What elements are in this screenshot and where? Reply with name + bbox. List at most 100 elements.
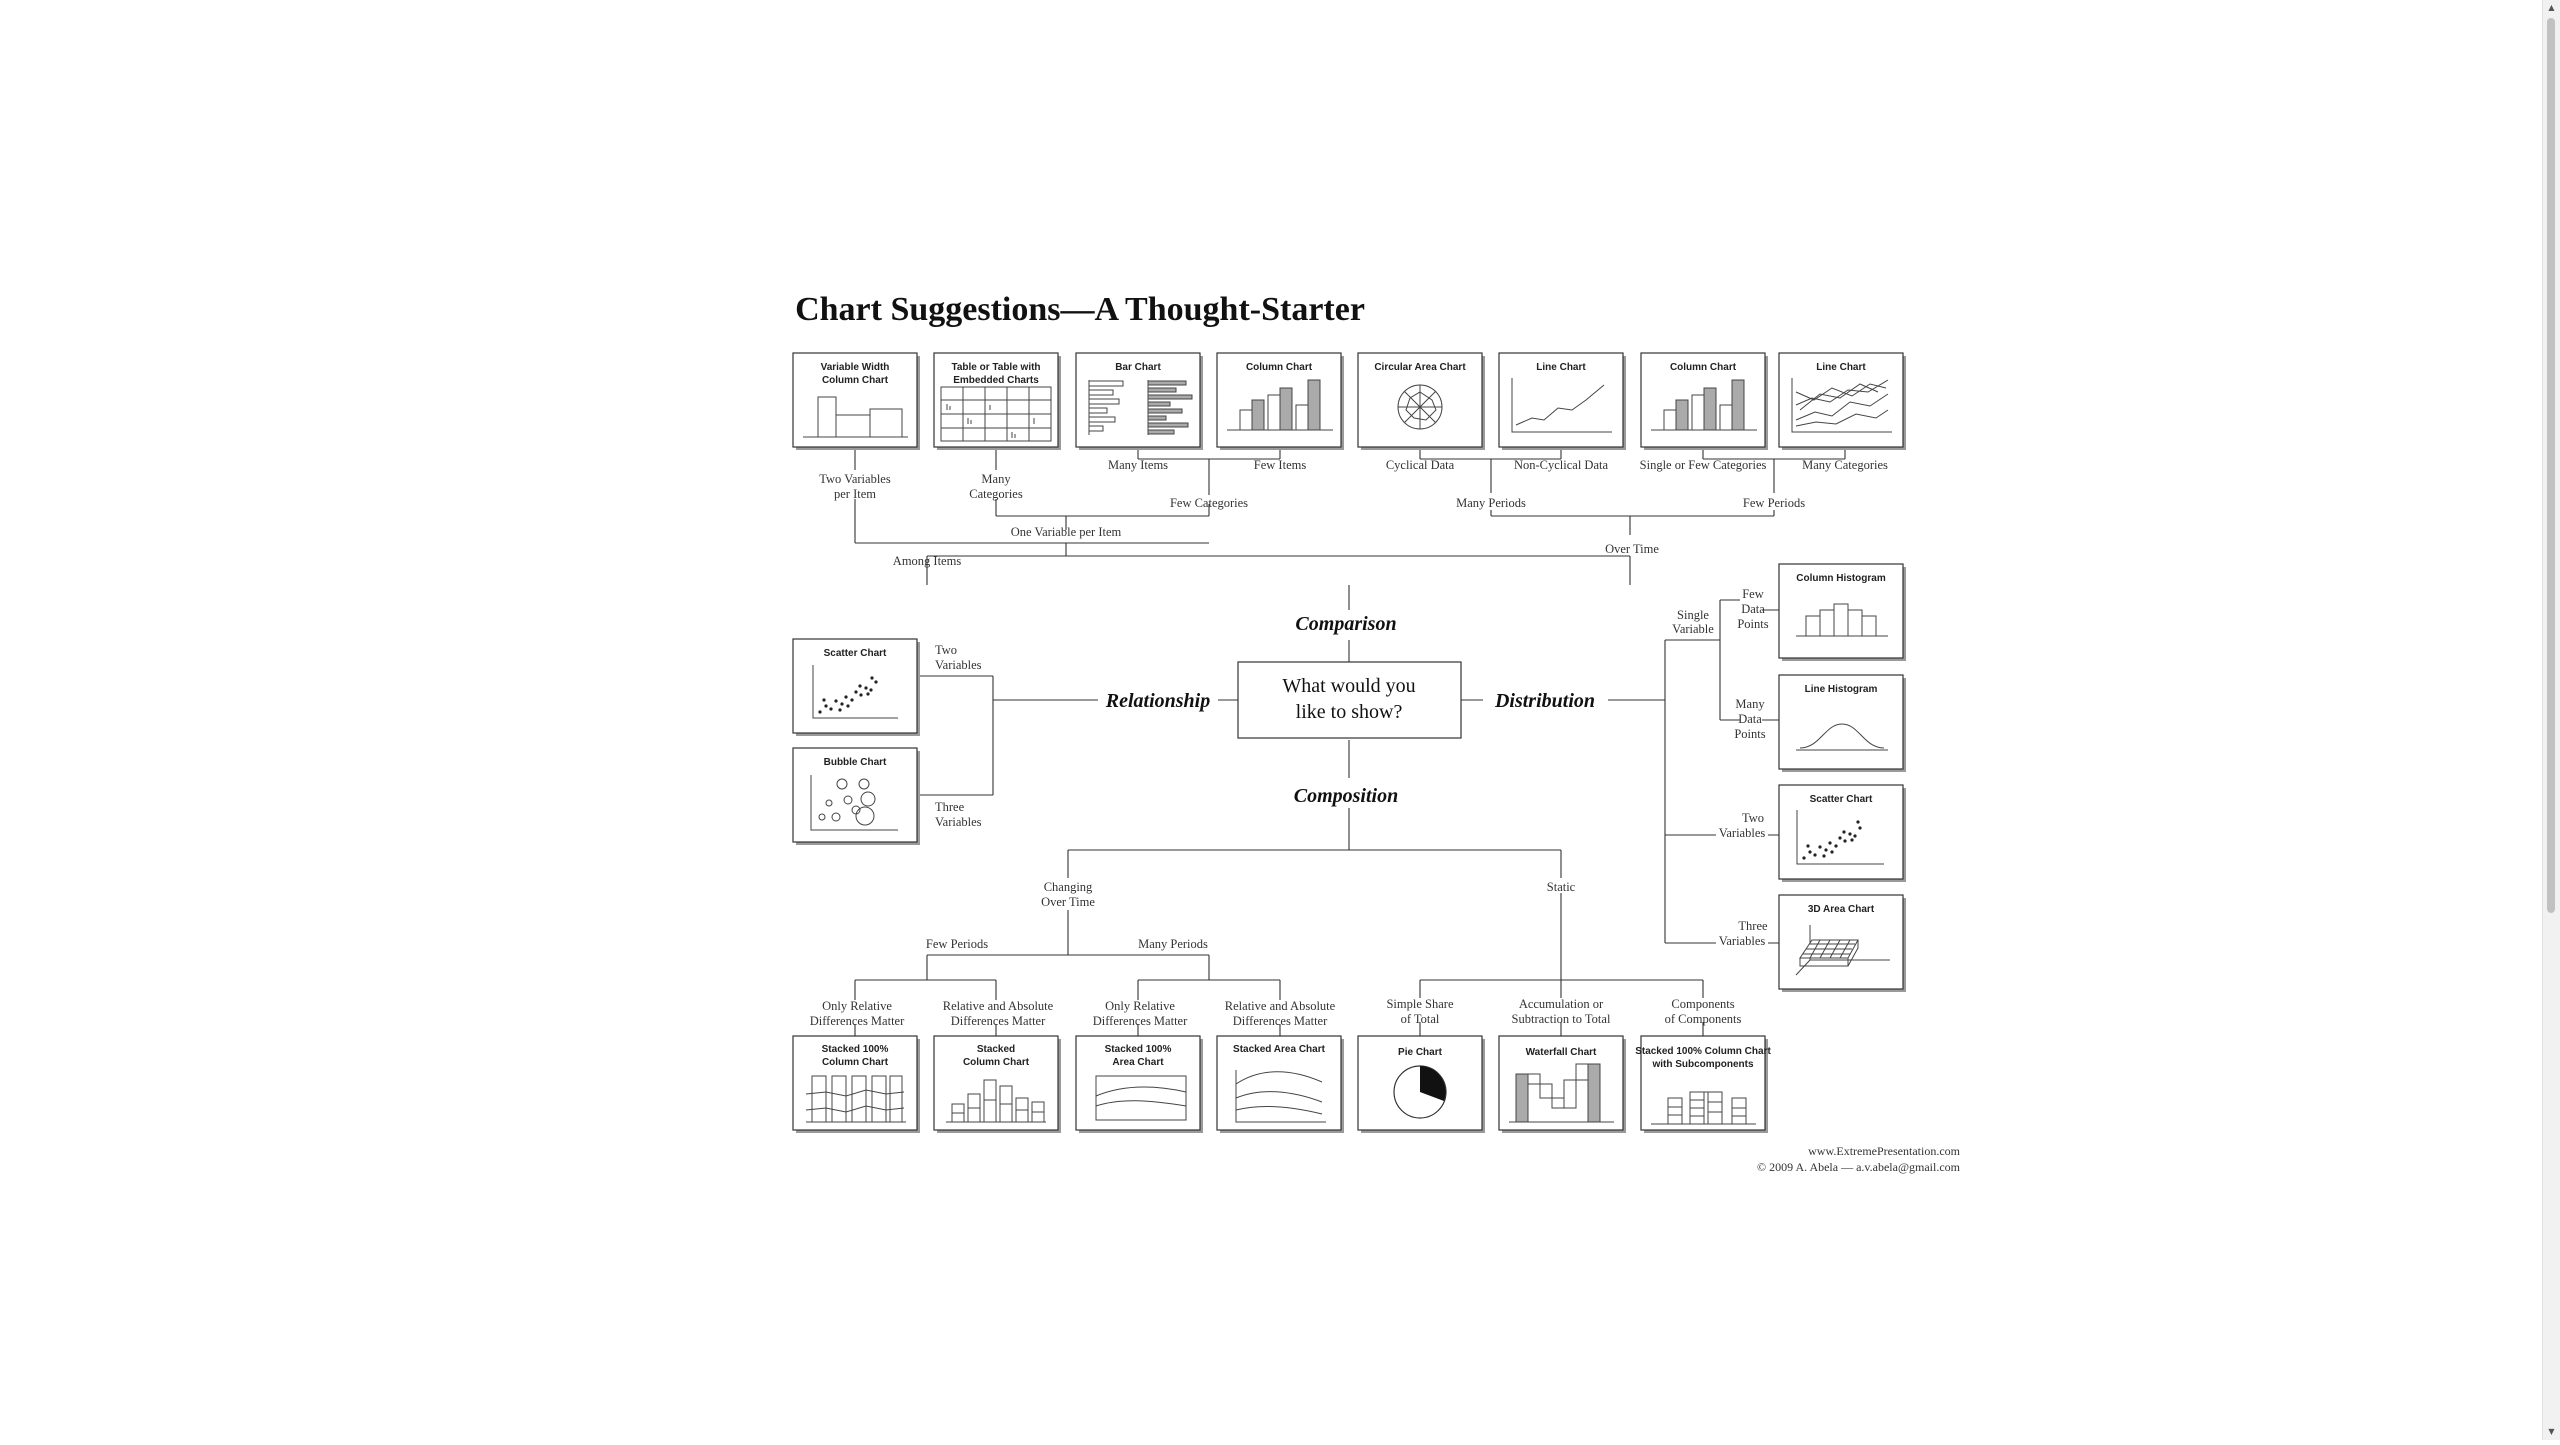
card-stacked-col-title-2: Column Chart bbox=[963, 1057, 1030, 1068]
label-few-data-points-2: Data bbox=[1741, 602, 1765, 616]
table-grid-icon bbox=[940, 386, 1052, 442]
card-scatter-chart-relationship: Scatter Chart bbox=[792, 638, 920, 736]
stacked-column-icon bbox=[946, 1079, 1046, 1123]
label-two-variables-per-item: Two Variables bbox=[819, 472, 891, 486]
label-only-relative-1: Only Relative bbox=[822, 999, 892, 1013]
label-few-data-points-3: Points bbox=[1737, 617, 1768, 631]
waterfall-chart-icon bbox=[1509, 1063, 1614, 1123]
label-many-data-points-2: Data bbox=[1738, 712, 1762, 726]
multi-line-chart-icon bbox=[1791, 378, 1892, 433]
label-many-data-points: Many bbox=[1735, 697, 1765, 711]
label-single-or-few-categories: Single or Few Categories bbox=[1640, 458, 1767, 472]
connector-lines bbox=[854, 447, 1846, 1036]
card-line-chart-2-title: Line Chart bbox=[1816, 362, 1866, 373]
pie-chart-icon bbox=[1393, 1065, 1447, 1119]
label-three-variables-rel-2: Variables bbox=[935, 815, 982, 829]
center-question-box bbox=[1237, 661, 1462, 739]
branch-labels: Two Variables per Item Many Categories M… bbox=[810, 458, 1888, 1028]
bell-curve-icon bbox=[1796, 723, 1888, 751]
label-only-relative-1-2: Differences Matter bbox=[810, 1014, 905, 1028]
card-variable-width-column-chart: Variable Width Column Chart bbox=[792, 352, 920, 450]
card-line-chart-1-title: Line Chart bbox=[1536, 362, 1586, 373]
label-few-items: Few Items bbox=[1254, 458, 1307, 472]
card-stacked100-col-title-2: Column Chart bbox=[822, 1057, 889, 1068]
label-simple-share: Simple Share bbox=[1386, 997, 1453, 1011]
card-variable-width-title-1: Variable Width bbox=[821, 362, 890, 373]
category-relationship: Relationship bbox=[1105, 690, 1210, 712]
card-table-embedded-charts: Table or Table with Embedded Charts bbox=[933, 352, 1061, 450]
scroll-up-arrow-icon[interactable]: ▲ bbox=[2548, 3, 2555, 12]
label-accumulation-2: Subtraction to Total bbox=[1512, 1012, 1611, 1026]
label-few-periods-bottom: Few Periods bbox=[926, 937, 988, 951]
card-column-chart-2: Column Chart bbox=[1640, 352, 1768, 450]
label-many-periods-bottom: Many Periods bbox=[1138, 937, 1208, 951]
card-waterfall-title: Waterfall Chart bbox=[1526, 1047, 1597, 1058]
card-stacked-column-chart: Stacked Column Chart bbox=[933, 1035, 1061, 1133]
card-column-histogram: Column Histogram bbox=[1778, 563, 1906, 661]
center-question-line2: like to show? bbox=[1296, 701, 1403, 723]
label-only-relative-2: Only Relative bbox=[1105, 999, 1175, 1013]
label-components-2: of Components bbox=[1665, 1012, 1742, 1026]
card-scatter-chart-distribution: Scatter Chart bbox=[1778, 784, 1906, 882]
label-relative-absolute-2-2: Differences Matter bbox=[1233, 1014, 1328, 1028]
card-stacked-area-title: Stacked Area Chart bbox=[1233, 1044, 1326, 1055]
card-pie-title: Pie Chart bbox=[1398, 1047, 1443, 1058]
label-relative-absolute-1: Relative and Absolute bbox=[943, 999, 1054, 1013]
label-two-variables-per-item-2: per Item bbox=[834, 487, 876, 501]
label-three-variables-dist-2: Variables bbox=[1719, 934, 1766, 948]
variable-width-column-icon bbox=[803, 396, 908, 438]
card-line-chart-1: Line Chart bbox=[1498, 352, 1626, 450]
label-three-variables-dist: Three bbox=[1738, 919, 1768, 933]
card-circular-area-chart: Circular Area Chart bbox=[1357, 352, 1485, 450]
column-histogram-icon bbox=[1796, 603, 1888, 637]
label-one-variable-per-item: One Variable per Item bbox=[1011, 525, 1122, 539]
category-distribution: Distribution bbox=[1494, 690, 1595, 712]
credit-website: www.ExtremePresentation.com bbox=[1808, 1144, 1961, 1158]
credit-copyright: © 2009 A. Abela — a.v.abela@gmail.com bbox=[1757, 1160, 1961, 1174]
category-composition: Composition bbox=[1294, 785, 1398, 807]
label-few-categories: Few Categories bbox=[1170, 496, 1248, 510]
stacked-area-icon bbox=[1235, 1070, 1326, 1123]
stacked-100-subcomponents-icon bbox=[1651, 1091, 1756, 1125]
card-line-chart-2: Line Chart bbox=[1778, 352, 1906, 450]
card-stacked100-col-title-1: Stacked 100% bbox=[822, 1044, 889, 1055]
label-few-periods-top: Few Periods bbox=[1743, 496, 1805, 510]
label-many-items: Many Items bbox=[1108, 458, 1168, 472]
card-column-histogram-title: Column Histogram bbox=[1796, 573, 1886, 584]
label-relative-absolute-1-2: Differences Matter bbox=[951, 1014, 1046, 1028]
card-stacked-100-column-with-subcomponents: Stacked 100% Column Chart with Subcompon… bbox=[1635, 1035, 1771, 1133]
stacked-100-area-icon bbox=[1095, 1075, 1187, 1121]
card-bubble-title: Bubble Chart bbox=[824, 757, 887, 768]
card-line-histogram: Line Histogram bbox=[1778, 674, 1906, 772]
label-two-variables-dist-2: Variables bbox=[1719, 826, 1766, 840]
card-line-histogram-title: Line Histogram bbox=[1805, 684, 1878, 695]
card-stacked100-area-title-1: Stacked 100% bbox=[1105, 1044, 1172, 1055]
card-scatter-rel-title: Scatter Chart bbox=[824, 648, 887, 659]
label-two-variables-dist: Two bbox=[1742, 811, 1764, 825]
label-changing-over-time: Changing bbox=[1044, 880, 1093, 894]
label-two-variables-rel: Two bbox=[935, 643, 957, 657]
label-over-time: Over Time bbox=[1605, 542, 1659, 556]
label-changing-over-time-2: Over Time bbox=[1041, 895, 1095, 909]
scroll-down-arrow-icon[interactable]: ▼ bbox=[2548, 1427, 2555, 1436]
scrollbar-thumb[interactable] bbox=[2547, 18, 2555, 913]
column-chart-icon-1 bbox=[1227, 379, 1333, 431]
scatter-chart-icon-distribution bbox=[1796, 810, 1884, 865]
line-chart-icon-1 bbox=[1511, 378, 1612, 433]
bar-chart-icon bbox=[1088, 380, 1193, 435]
card-stacked-100-area-chart: Stacked 100% Area Chart bbox=[1075, 1035, 1203, 1133]
card-stacked-col-title-1: Stacked bbox=[977, 1044, 1015, 1055]
label-simple-share-2: of Total bbox=[1401, 1012, 1440, 1026]
vertical-scrollbar[interactable]: ▲ ▼ bbox=[2542, 0, 2560, 1440]
card-stacked-100-column-chart: Stacked 100% Column Chart bbox=[792, 1035, 920, 1133]
scatter-chart-icon bbox=[812, 665, 898, 719]
card-stacked-area-chart: Stacked Area Chart bbox=[1216, 1035, 1344, 1133]
card-stacked100-sub-title-1: Stacked 100% Column Chart bbox=[1635, 1046, 1771, 1057]
card-waterfall-chart: Waterfall Chart bbox=[1498, 1035, 1626, 1133]
label-single-variable-2: Variable bbox=[1672, 622, 1714, 636]
card-scatter-dist-title: Scatter Chart bbox=[1810, 794, 1873, 805]
card-stacked100-area-title-2: Area Chart bbox=[1112, 1057, 1164, 1068]
label-many-periods-top: Many Periods bbox=[1456, 496, 1526, 510]
